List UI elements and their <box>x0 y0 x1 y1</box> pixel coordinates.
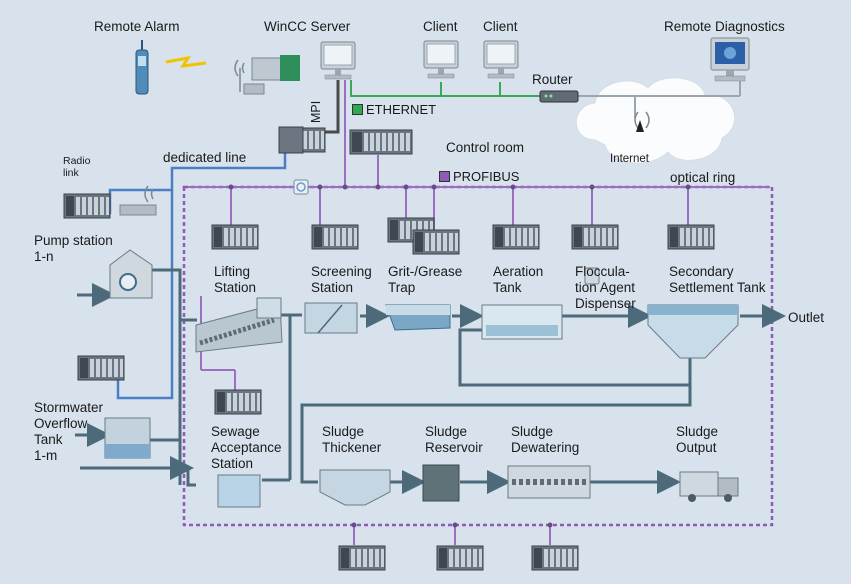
label-remote-alarm: Remote Alarm <box>94 19 180 34</box>
profibus-swatch <box>439 171 450 182</box>
label-sludge-output: Sludge Output <box>676 424 719 455</box>
label-flocculation-agent-dispenser: Floccula- tion Agent Dispenser <box>575 264 636 311</box>
ethernet-swatch <box>352 104 363 115</box>
truck-icon <box>679 471 739 502</box>
remote-diagnostics-computer <box>710 37 750 82</box>
label-lifting-station: Lifting Station <box>214 264 257 295</box>
label-sludge-thickener: Sludge Thickener <box>322 424 382 455</box>
computer-icon <box>483 40 519 79</box>
label-outlet: Outlet <box>788 310 825 325</box>
profibus-lines <box>188 80 770 545</box>
label-control-room: Control room <box>446 140 525 155</box>
label-router: Router <box>532 72 573 87</box>
label-sludge-reservoir: Sludge Reservoir <box>425 424 483 455</box>
legend-profibus: PROFIBUS <box>439 170 519 184</box>
label-dedicated-line: dedicated line <box>163 150 247 165</box>
label-client-1: Client <box>423 19 458 34</box>
label-screening-station: Screening Station <box>311 264 372 295</box>
tank-icon <box>104 249 739 508</box>
label-sludge-dewatering: Sludge Dewatering <box>511 424 580 455</box>
legend-ethernet-text: ETHERNET <box>366 102 437 117</box>
label-internet: Internet <box>610 153 649 165</box>
router-icon <box>539 90 579 103</box>
label-wincc-server: WinCC Server <box>264 19 351 34</box>
label-pump-station: Pump station 1-n <box>34 233 113 264</box>
label-optical-ring: optical ring <box>670 170 736 185</box>
label-remote-diagnostics: Remote Diagnostics <box>664 19 785 34</box>
label-radio-link: Radio link <box>63 155 91 179</box>
label-secondary-settlement-tank: Secondary Settlement Tank <box>669 264 766 295</box>
remote-alarm-phone <box>135 40 149 95</box>
label-sewage-acceptance-station: Sewage Acceptance Station <box>211 424 282 471</box>
legend-ethernet: ETHERNET <box>352 103 436 117</box>
plc-icon <box>63 127 715 571</box>
antenna-icon <box>144 59 650 203</box>
water-pipes <box>75 268 786 494</box>
label-mpi: MPI <box>309 100 323 123</box>
computer-icon <box>320 41 356 80</box>
label-client-2: Client <box>483 19 518 34</box>
legend-profibus-text: PROFIBUS <box>453 169 520 184</box>
computer-icon <box>423 40 459 79</box>
lightning-icon <box>165 55 207 68</box>
label-stormwater-overflow-tank: Stormwater Overflow Tank 1-m <box>34 400 104 463</box>
ethernet-lines <box>350 80 540 97</box>
cloud-icon <box>575 77 736 164</box>
label-aeration-tank: Aeration Tank <box>493 264 544 295</box>
label-grit-grease-trap: Grit-/Grease Trap <box>388 264 463 295</box>
